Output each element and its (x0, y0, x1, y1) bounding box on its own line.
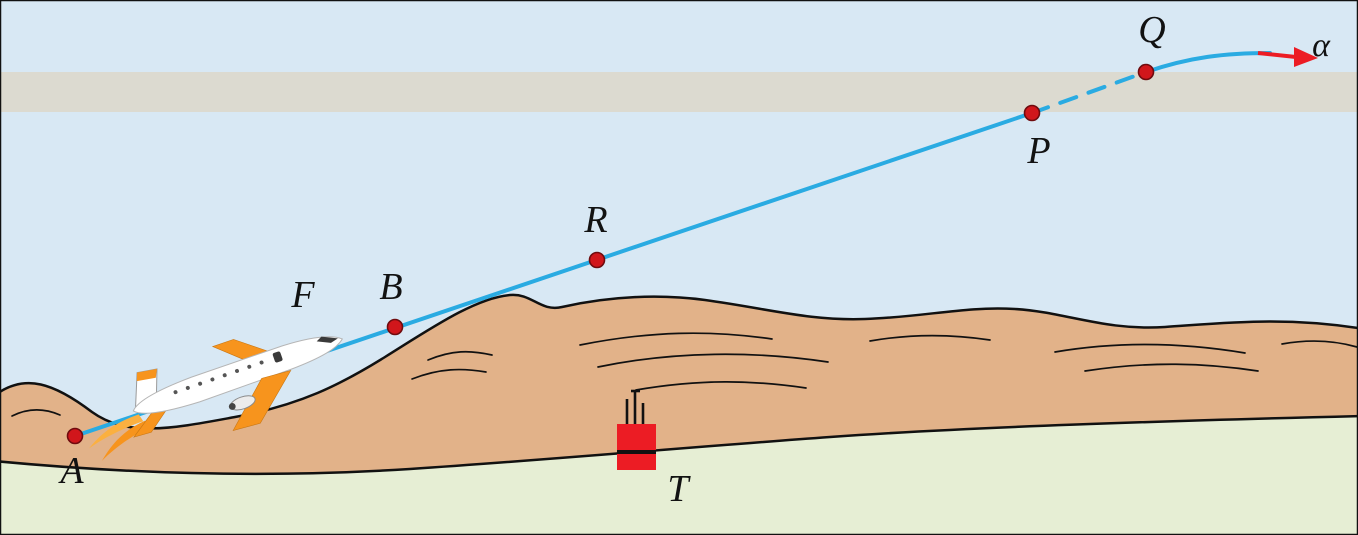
ray-alpha-label: α (1312, 27, 1331, 64)
airplane-label: F (290, 274, 315, 316)
contour-line (635, 381, 807, 391)
point-r-marker (588, 251, 606, 269)
direction-arrow-shaft (1257, 51, 1297, 59)
contour-line (1054, 343, 1246, 354)
point-markers (66, 63, 1155, 445)
point-r-label: R (583, 199, 607, 241)
airplane-windows (173, 360, 264, 395)
cloud-band (0, 72, 1358, 112)
airplane (89, 336, 344, 461)
point-b-marker (386, 318, 404, 336)
point-q-marker (1137, 63, 1155, 81)
airplane-fuselage (132, 336, 344, 414)
point-q-label: Q (1138, 9, 1165, 51)
green-field (0, 414, 1358, 535)
airplane-door (272, 351, 283, 363)
point-p-label: P (1026, 130, 1050, 172)
tower-body (617, 424, 656, 470)
exhaust-flame-icon (101, 420, 148, 461)
direction-arrow (1257, 47, 1318, 67)
point-b-label: B (379, 266, 402, 308)
contour-line (597, 353, 829, 368)
trajectory-line-end (1144, 51, 1272, 74)
tower (617, 389, 656, 470)
trajectory-line-dashed (1030, 70, 1148, 115)
direction-arrow-head (1294, 47, 1318, 67)
airplane-tail-stripe (136, 368, 157, 382)
contour-line (1084, 363, 1259, 372)
contour-line (11, 409, 61, 417)
contour-line (579, 332, 773, 346)
contour-line (869, 334, 991, 342)
contour-line (411, 368, 487, 380)
tower-antenna-icon (625, 389, 645, 425)
airplane-near-wing (232, 369, 292, 431)
tower-band (617, 450, 656, 454)
airplane-cockpit-window (316, 336, 338, 343)
mountain-contour-lines (11, 332, 1358, 417)
contour-line (1281, 340, 1358, 348)
point-p-marker (1023, 104, 1041, 122)
contour-line (427, 350, 493, 361)
exhaust-flame-icon (89, 414, 144, 449)
airplane-engine-intake (228, 403, 236, 410)
tower-label: T (667, 468, 691, 510)
point-a-label: A (57, 450, 84, 492)
point-a-marker (66, 427, 84, 445)
